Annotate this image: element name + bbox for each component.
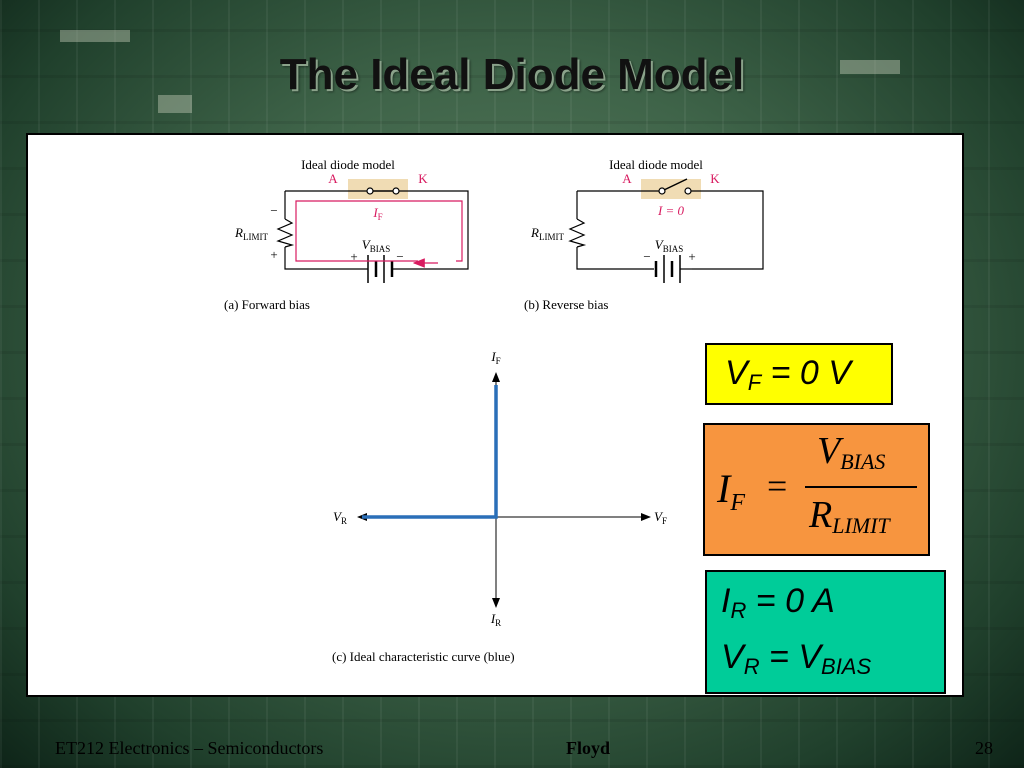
forward-wire — [284, 247, 368, 270]
vr-axis-label: VR — [333, 509, 347, 526]
forward-anode-label: A — [328, 171, 338, 186]
reverse-switch-terminal — [658, 187, 666, 195]
vf-equation-box: VF = 0 V — [705, 343, 893, 405]
reverse-vbias-label: VBIAS — [655, 237, 683, 254]
reverse-caption: (b) Reverse bias — [524, 297, 608, 312]
forward-cathode-label: K — [418, 171, 428, 186]
if-equation-equals: = — [767, 466, 788, 506]
reverse-model-label: Ideal diode model — [609, 157, 703, 172]
forward-diode-highlight — [348, 179, 408, 199]
footer-course: ET212 Electronics – Semiconductors — [55, 738, 324, 758]
forward-r-bottom-sign: + — [270, 247, 277, 262]
slide-title: The Ideal Diode Model — [279, 50, 745, 99]
if-equation-denominator: RLIMIT — [809, 494, 890, 538]
if-fraction-bar — [805, 486, 917, 488]
forward-battery-plus: + — [350, 249, 357, 264]
reverse-cathode-label: K — [710, 171, 720, 186]
forward-bias-circuit: Ideal diode model A K − + RLIMIT + − — [224, 157, 469, 312]
board-component — [158, 95, 192, 113]
vf-equation: VF = 0 V — [725, 354, 851, 395]
if-equation-lhs: IF — [717, 466, 745, 516]
forward-resistor-label: RLIMIT — [234, 225, 268, 242]
board-component — [60, 30, 130, 42]
reverse-wire — [577, 190, 764, 270]
forward-wire — [285, 190, 469, 270]
if-axis-label: IF — [490, 349, 500, 366]
footer-page-number: 28 — [975, 738, 993, 758]
ir-equation: IR = 0 A — [721, 582, 835, 623]
reverse-diode-highlight — [641, 179, 701, 199]
reverse-wire — [576, 247, 654, 270]
reverse-bias-circuit: Ideal diode model A K RLIMIT − + VBIAS — [524, 157, 764, 312]
characteristic-curve: IF IR VR VF (c) Ideal characteristic cur… — [332, 349, 667, 664]
forward-vbias-label: VBIAS — [362, 237, 390, 254]
if-equation-numerator: VBIAS — [817, 430, 886, 474]
forward-model-label: Ideal diode model — [301, 157, 395, 172]
reverse-switch-terminal — [684, 187, 692, 195]
reverse-anode-label: A — [622, 171, 632, 186]
ir-vr-equation-box: IR = 0 A VR = VBIAS — [705, 570, 946, 694]
forward-switch-terminal — [366, 187, 374, 195]
reverse-current-label: I = 0 — [657, 203, 685, 218]
footer-author: Floyd — [566, 738, 611, 758]
diode-diagrams: Ideal diode model A K − + RLIMIT + − — [224, 157, 764, 664]
reverse-battery-minus: − — [643, 249, 650, 264]
reverse-resistor-label: RLIMIT — [530, 225, 564, 242]
reverse-battery-plus: + — [688, 249, 695, 264]
board-component — [840, 60, 900, 74]
ideal-curve — [362, 385, 498, 519]
vr-equation: VR = VBIAS — [721, 638, 872, 679]
curve-caption: (c) Ideal characteristic curve (blue) — [332, 649, 515, 664]
vf-axis-label: VF — [654, 509, 667, 526]
forward-current-label: IF — [372, 205, 382, 222]
reverse-resistor — [568, 218, 587, 248]
forward-caption: (a) Forward bias — [224, 297, 310, 312]
forward-switch-terminal — [392, 187, 400, 195]
forward-current-loop — [295, 200, 463, 262]
forward-battery-minus: − — [396, 249, 403, 264]
forward-resistor — [276, 218, 295, 248]
ir-axis-label: IR — [490, 611, 501, 628]
forward-r-top-sign: − — [270, 203, 277, 218]
reverse-switch-open — [663, 178, 688, 191]
if-equation-box: IF = VBIAS RLIMIT — [703, 423, 930, 556]
